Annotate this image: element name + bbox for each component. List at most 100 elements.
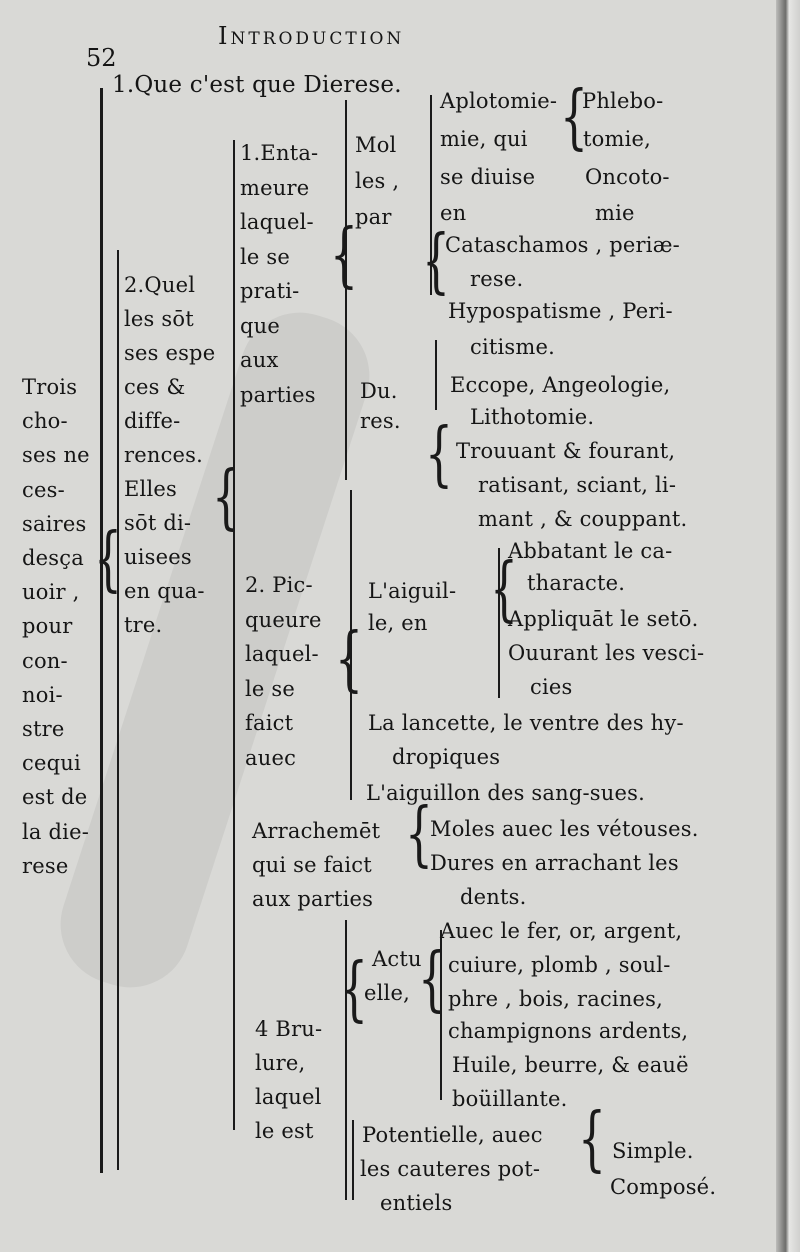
col-arrachement-line: Arrachemēt — [252, 819, 381, 843]
col-right-line: tharacte. — [527, 571, 626, 595]
col-phlebotomie-line: Phlebo- — [582, 89, 664, 113]
col-trois-line: desça — [22, 546, 84, 570]
bracket-line — [498, 548, 500, 698]
item-1-heading: 1.Que c'est que Dierese. — [112, 72, 402, 98]
col-quel-line: sōt di- — [124, 511, 192, 535]
brace-icon: { — [425, 413, 453, 495]
col-aiguille-line: L'aiguil- — [368, 579, 457, 603]
col-right-line: cuiure, plomb , soul- — [448, 953, 671, 977]
brace-icon: { — [335, 618, 363, 700]
col-cautere-line: Composé. — [610, 1175, 717, 1199]
col-right-line: Ouurant les vesci- — [508, 641, 705, 665]
col-right-line: ratisant, sciant, li- — [478, 473, 677, 497]
col-picqueure-line: faict — [245, 711, 294, 735]
col-right-line: citisme. — [470, 335, 556, 359]
col-arrachement-line: qui se faict — [252, 853, 372, 877]
col-dures-line: res. — [360, 409, 401, 433]
col-right-line: mant , & couppant. — [478, 507, 688, 531]
col-molles-line: Mol — [355, 133, 397, 157]
col-aplotomie-line: mie, qui — [440, 127, 528, 151]
col-quel-line: uisees — [124, 545, 192, 569]
page-number: 52 — [86, 44, 117, 72]
col-right-line: champignons ardents, — [448, 1019, 689, 1043]
col-entameure-line: 1.Enta- — [240, 141, 319, 165]
col-right-line: Cataschamos , periæ- — [445, 233, 680, 257]
col-aplotomie-line: en — [440, 201, 467, 225]
col-right-line: dropiques — [392, 745, 501, 769]
brace-icon: { — [422, 220, 450, 302]
col-right-line: entiels — [380, 1191, 453, 1215]
col-trois-line: ces- — [22, 477, 65, 502]
col-right-line: boüillante. — [452, 1087, 568, 1111]
col-brulure-line: 4 Bru- — [255, 1017, 323, 1041]
col-dures-line: Du. — [360, 379, 398, 403]
col-right-line: Hypospatisme , Peri- — [448, 299, 673, 323]
col-quel-line: tre. — [124, 613, 163, 637]
running-title: Introduction — [218, 22, 405, 50]
col-trois-line: stre — [22, 717, 65, 741]
col-right-line: Dures en arrachant les — [430, 851, 679, 875]
col-picqueure-line: 2. Pic- — [245, 573, 313, 597]
bracket-line — [233, 140, 235, 1130]
brace-icon: { — [490, 548, 518, 630]
col-entameure-line: que — [240, 313, 280, 338]
col-right-line: les cauteres pot- — [360, 1157, 541, 1181]
col-right-line: Eccope, Angeologie, — [450, 373, 671, 397]
col-brulure-line: laquel — [255, 1085, 322, 1109]
col-entameure-line: prati- — [240, 279, 300, 303]
brace-icon: { — [578, 1098, 606, 1180]
col-quel-line: 2.Quel — [124, 273, 196, 297]
col-right-line: Abbatant le ca- — [508, 539, 673, 563]
col-phlebotomie-line: tomie, — [583, 127, 652, 151]
bracket-line — [352, 1120, 354, 1200]
col-quel-line: ses espe — [124, 341, 216, 365]
col-picqueure-line: laquel- — [245, 642, 319, 666]
col-entameure-line: meure — [240, 175, 310, 200]
col-phlebotomie-line: mie — [595, 201, 635, 225]
col-trois-line: uoir , — [22, 580, 80, 605]
col-entameure-line: le se — [240, 244, 291, 269]
col-right-line: dents. — [460, 885, 527, 909]
brace-icon: { — [405, 793, 433, 875]
col-actuelle-line: elle, — [364, 981, 410, 1005]
bracket-line — [345, 920, 347, 1200]
col-trois-line: la die- — [22, 819, 89, 844]
col-trois-line: noi- — [22, 682, 63, 707]
col-trois-line: rese — [22, 853, 69, 878]
col-trois-line: ses ne — [22, 443, 90, 468]
col-trois-line: Trois — [22, 375, 78, 399]
col-entameure-line: parties — [240, 382, 316, 407]
col-right-line: La lancette, le ventre des hy- — [368, 711, 684, 735]
col-right-line: phre , bois, racines, — [448, 987, 664, 1011]
col-trois-line: cho- — [22, 409, 68, 434]
col-right-line: Potentielle, auec — [362, 1123, 543, 1147]
col-aplotomie-line: Aplotomie- — [440, 89, 558, 113]
col-right-line: Auec le fer, or, argent, — [440, 919, 683, 943]
col-quel-line: ces & — [124, 375, 186, 399]
col-right-line: Trouuant & fourant, — [456, 439, 676, 463]
col-aiguille-line: le, en — [368, 611, 428, 635]
col-picqueure-line: le se — [245, 676, 296, 701]
brace-icon: { — [560, 76, 588, 158]
col-right-line: Lithotomie. — [470, 405, 595, 429]
bracket-line — [435, 340, 437, 410]
col-quel-line: en qua- — [124, 579, 205, 603]
col-right-line: Appliquāt le setō. — [508, 607, 699, 631]
brace-icon: { — [418, 938, 446, 1020]
col-actuelle-line: Actu — [372, 947, 422, 971]
col-right-line: Moles auec les vétouses. — [430, 817, 699, 841]
col-quel-line: Elles — [124, 477, 177, 501]
col-right-line: cies — [530, 675, 573, 699]
col-phlebotomie-line: Oncoto- — [585, 165, 670, 189]
col-brulure-line: lure, — [255, 1051, 306, 1075]
bracket-line — [350, 490, 352, 800]
brace-icon: { — [340, 948, 368, 1030]
col-entameure-line: laquel- — [240, 210, 314, 234]
col-aplotomie-line: se diuise — [440, 165, 536, 189]
bracket-line — [440, 930, 442, 1100]
bracket-line — [117, 250, 119, 1170]
col-quel-line: les sōt — [124, 307, 194, 331]
col-right-line: Huile, beurre, & eauë — [452, 1053, 689, 1077]
col-quel-line: rences. — [124, 443, 204, 467]
col-molles-line: par — [355, 205, 392, 229]
